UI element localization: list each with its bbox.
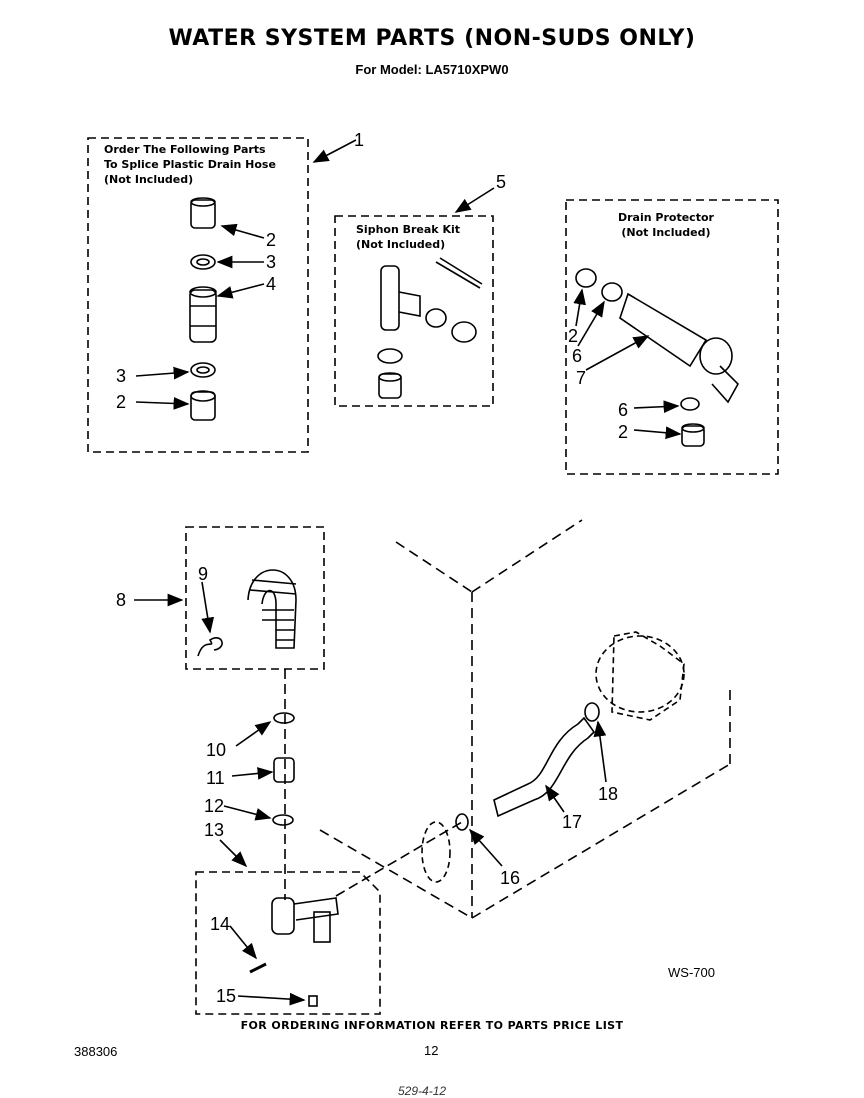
part-16-clamp	[455, 813, 469, 831]
part-14-screw	[249, 962, 267, 974]
callout-2c: 2	[568, 326, 578, 346]
callout-16: 16	[500, 868, 520, 888]
part-15-nut	[308, 995, 318, 1007]
part-17-hose	[493, 716, 596, 818]
bracket-box	[195, 871, 381, 1015]
callout-2b: 2	[116, 392, 126, 412]
callout-3b: 3	[116, 366, 126, 386]
callout-6a: 6	[572, 346, 582, 366]
drain-hose-coil	[247, 569, 297, 649]
callout-3a: 3	[266, 252, 276, 272]
callout-numbers: 1 2 3 4 3 2 5 2 6 7 6 2 8 9 10 11 12 13 …	[116, 130, 628, 1006]
callout-2a: 2	[266, 230, 276, 250]
splice-box-title: Order The Following Parts To Splice Plas…	[104, 142, 276, 187]
callout-14: 14	[210, 914, 230, 934]
callout-9: 9	[198, 564, 208, 584]
callout-6b: 6	[618, 400, 628, 420]
washer-cabinet	[319, 519, 731, 919]
callout-17: 17	[562, 812, 582, 832]
document-number: 388306	[74, 1044, 118, 1059]
part-13-adapter	[271, 897, 339, 943]
callout-1: 1	[354, 130, 364, 150]
splice-title-line-1: Order The Following Parts	[104, 143, 266, 156]
leader-lines	[134, 139, 682, 1006]
part-18-clamp	[584, 702, 600, 722]
hose-box	[185, 526, 325, 670]
part-12	[272, 814, 294, 826]
part-10	[273, 712, 295, 724]
splice-box	[87, 137, 309, 453]
callout-18: 18	[598, 784, 618, 804]
cabinet-hole	[421, 821, 451, 883]
drain-box-title: Drain Protector (Not Included)	[618, 210, 714, 240]
callout-8: 8	[116, 590, 126, 610]
siphon-title-line-2: (Not Included)	[356, 238, 446, 251]
splice-title-line-3: (Not Included)	[104, 173, 194, 186]
siphon-parts	[377, 257, 483, 399]
drain-title-line-1: Drain Protector	[618, 211, 714, 224]
siphon-box	[334, 215, 494, 407]
callout-15: 15	[216, 986, 236, 1006]
splice-title-line-2: To Splice Plastic Drain Hose	[104, 158, 276, 171]
callout-2d: 2	[618, 422, 628, 442]
splice-parts	[189, 197, 217, 421]
drain-title-line-2: (Not Included)	[621, 226, 711, 239]
page-number: 12	[424, 1043, 439, 1058]
page-title: WATER SYSTEM PARTS (NON-SUDS ONLY)	[168, 26, 696, 51]
siphon-title-line-1: Siphon Break Kit	[356, 223, 461, 236]
part-11	[273, 757, 295, 783]
callout-12: 12	[204, 796, 224, 816]
callout-7: 7	[576, 368, 586, 388]
siphon-box-title: Siphon Break Kit (Not Included)	[356, 222, 460, 252]
callout-5: 5	[496, 172, 506, 192]
figure-code: WS-700	[668, 965, 715, 980]
callout-4: 4	[266, 274, 276, 294]
model-subtitle: For Model: LA5710XPW0	[355, 62, 509, 77]
ordering-note: FOR ORDERING INFORMATION REFER TO PARTS …	[240, 1019, 624, 1032]
drain-box	[565, 199, 779, 475]
callout-10: 10	[206, 740, 226, 760]
callout-11: 11	[206, 768, 225, 788]
handwritten-note: 529-4-12	[398, 1084, 447, 1098]
pump-outline	[595, 631, 685, 721]
hose-clamp-9	[197, 637, 223, 657]
callout-13: 13	[204, 820, 224, 840]
drain-parts	[575, 268, 739, 447]
